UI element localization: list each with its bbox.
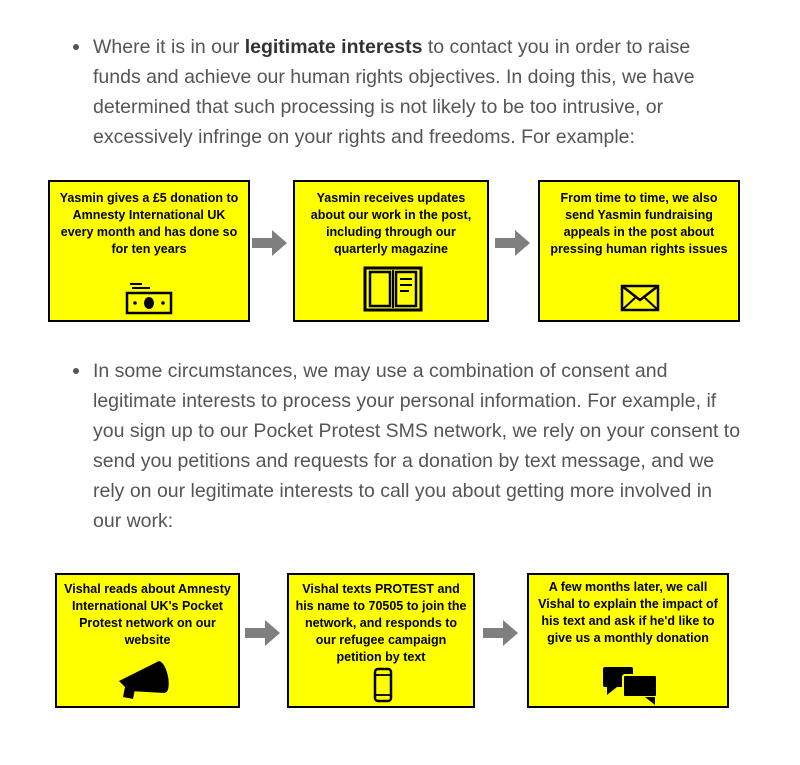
bullet-consent-and-interests: In some circumstances, we may use a comb… [73,356,743,536]
row2-box1-text: Vishal reads about Amnesty International… [64,582,231,647]
right-arrow-icon [252,230,287,256]
bullet2-text: In some circumstances, we may use a comb… [93,360,741,532]
right-arrow-icon [245,620,280,646]
row1-box-donation: Yasmin gives a £5 donation to Amnesty In… [48,180,250,322]
bullet1-bold: legitimate interests [244,36,423,58]
row2-box-call: A few months later, we call Vishal to ex… [527,573,729,708]
row2-box2-text: Vishal texts PROTEST and his name to 705… [295,582,467,664]
row1-box1-text: Yasmin gives a £5 donation to Amnesty In… [59,191,239,256]
book-icon [363,266,423,312]
row1-box3-text: From time to time, we also send Yasmin f… [550,191,728,256]
right-arrow-icon [483,620,518,646]
row1-box-appeals: From time to time, we also send Yasmin f… [538,180,740,322]
banknote-icon [125,283,173,315]
bullet-dot [73,368,79,374]
right-arrow-icon [495,230,530,256]
row1-box-updates: Yasmin receives updates about our work i… [293,180,489,322]
megaphone-icon [119,661,169,699]
row1-box2-text: Yasmin receives updates about our work i… [310,191,472,256]
bullet1-pre: Where it is in our [93,36,245,58]
bullet1-post: to contact you in order to raise funds a… [93,36,695,148]
bullet-legitimate-interests: Where it is in our legitimate interests … [73,32,743,152]
envelope-icon [620,284,660,312]
bullet-dot [73,44,79,50]
phone-icon [373,667,393,703]
row2-box-texts: Vishal texts PROTEST and his name to 705… [287,573,475,708]
row2-box3-text: A few months later, we call Vishal to ex… [538,580,718,645]
row2-box-reads: Vishal reads about Amnesty International… [55,573,240,708]
chat-bubbles-icon [603,667,658,705]
